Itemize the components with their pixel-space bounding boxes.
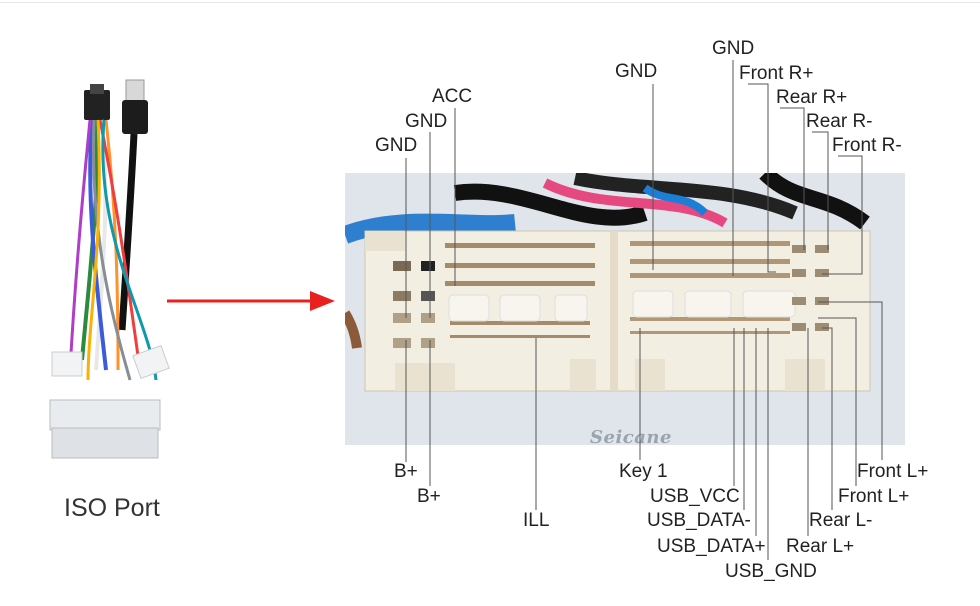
- label-ill: ILL: [523, 510, 550, 531]
- label-gnd-2: GND: [405, 111, 448, 132]
- label-front-r-plus: Front R+: [739, 63, 814, 84]
- label-b-plus-1: B+: [394, 461, 418, 482]
- label-rear-l-minus: Rear L-: [809, 510, 873, 531]
- red-arrow: [167, 291, 335, 311]
- label-front-l-plus-2: Front L+: [838, 486, 910, 507]
- label-rear-r-minus: Rear R-: [806, 111, 873, 132]
- label-acc: ACC: [432, 86, 473, 107]
- seicane-watermark: Seicane: [590, 427, 672, 448]
- label-gnd-3: GND: [615, 61, 658, 82]
- iso-harness-image: [49, 79, 170, 459]
- top-divider: [0, 2, 980, 3]
- label-usb-vcc: USB_VCC: [650, 486, 740, 507]
- label-key-1: Key 1: [619, 461, 668, 482]
- label-rear-r-plus: Rear R+: [776, 87, 848, 108]
- label-usb-data-minus: USB_DATA-: [647, 510, 751, 531]
- label-gnd-1: GND: [375, 135, 418, 156]
- label-front-r-minus: Front R-: [832, 135, 902, 156]
- label-usb-gnd: USB_GND: [725, 561, 817, 582]
- label-b-plus-2: B+: [417, 486, 441, 507]
- iso-port-label: ISO Port: [64, 494, 160, 522]
- label-gnd-4: GND: [712, 38, 755, 59]
- label-rear-l-plus: Rear L+: [786, 536, 855, 557]
- label-front-l-plus-1: Front L+: [857, 461, 929, 482]
- label-usb-data-plus: USB_DATA+: [657, 536, 766, 557]
- connector-image: [345, 173, 905, 445]
